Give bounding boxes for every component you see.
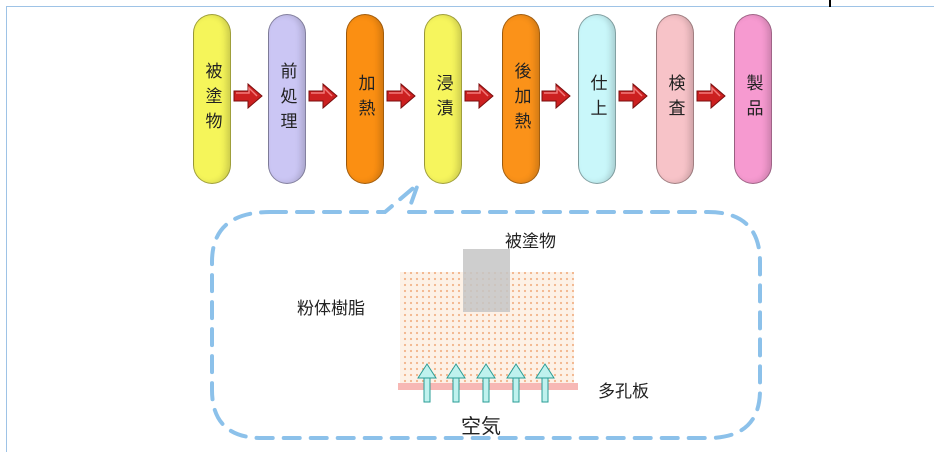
- porous-plate-label: 多孔板: [598, 382, 649, 402]
- coated-object-label: 被塗物: [505, 232, 556, 252]
- step-post-heating: 後加熱: [502, 14, 540, 184]
- step-label: 加熱: [354, 74, 375, 124]
- step-label: 前処理: [276, 61, 297, 137]
- coated-object-block: [463, 249, 510, 312]
- right-arrow-icon: [696, 83, 726, 109]
- step-product: 製品: [734, 14, 772, 184]
- step-label: 浸漬: [432, 74, 453, 124]
- right-arrow-icon: [618, 83, 648, 109]
- step-pretreatment: 前処理: [268, 14, 306, 184]
- step-label: 仕上: [586, 74, 607, 124]
- right-arrow-icon: [308, 83, 338, 109]
- air-jets: [417, 363, 555, 403]
- step-label: 製品: [742, 74, 763, 124]
- step-coated-object: 被塗物: [193, 14, 231, 184]
- air-jet-arrow: [446, 363, 466, 403]
- step-dipping: 浸漬: [424, 14, 462, 184]
- step-finishing: 仕上: [578, 14, 616, 184]
- air-label: 空気: [461, 414, 501, 438]
- air-jet-arrow: [417, 363, 437, 403]
- step-heating: 加熱: [346, 14, 384, 184]
- step-label: 被塗物: [201, 61, 222, 137]
- powder-resin-label: 粉体樹脂: [297, 299, 365, 319]
- right-arrow-icon: [386, 83, 416, 109]
- right-arrow-icon: [233, 83, 263, 109]
- air-jet-arrow: [506, 363, 526, 403]
- right-arrow-icon: [541, 83, 571, 109]
- step-inspection: 検査: [656, 14, 694, 184]
- air-jet-arrow: [535, 363, 555, 403]
- step-label: 後加熱: [510, 61, 531, 137]
- frame-border: [6, 6, 934, 452]
- corner-mark: [829, 0, 831, 7]
- callout-bubble: [210, 177, 762, 440]
- right-arrow-icon: [464, 83, 494, 109]
- step-label: 検査: [664, 74, 685, 124]
- air-jet-arrow: [476, 363, 496, 403]
